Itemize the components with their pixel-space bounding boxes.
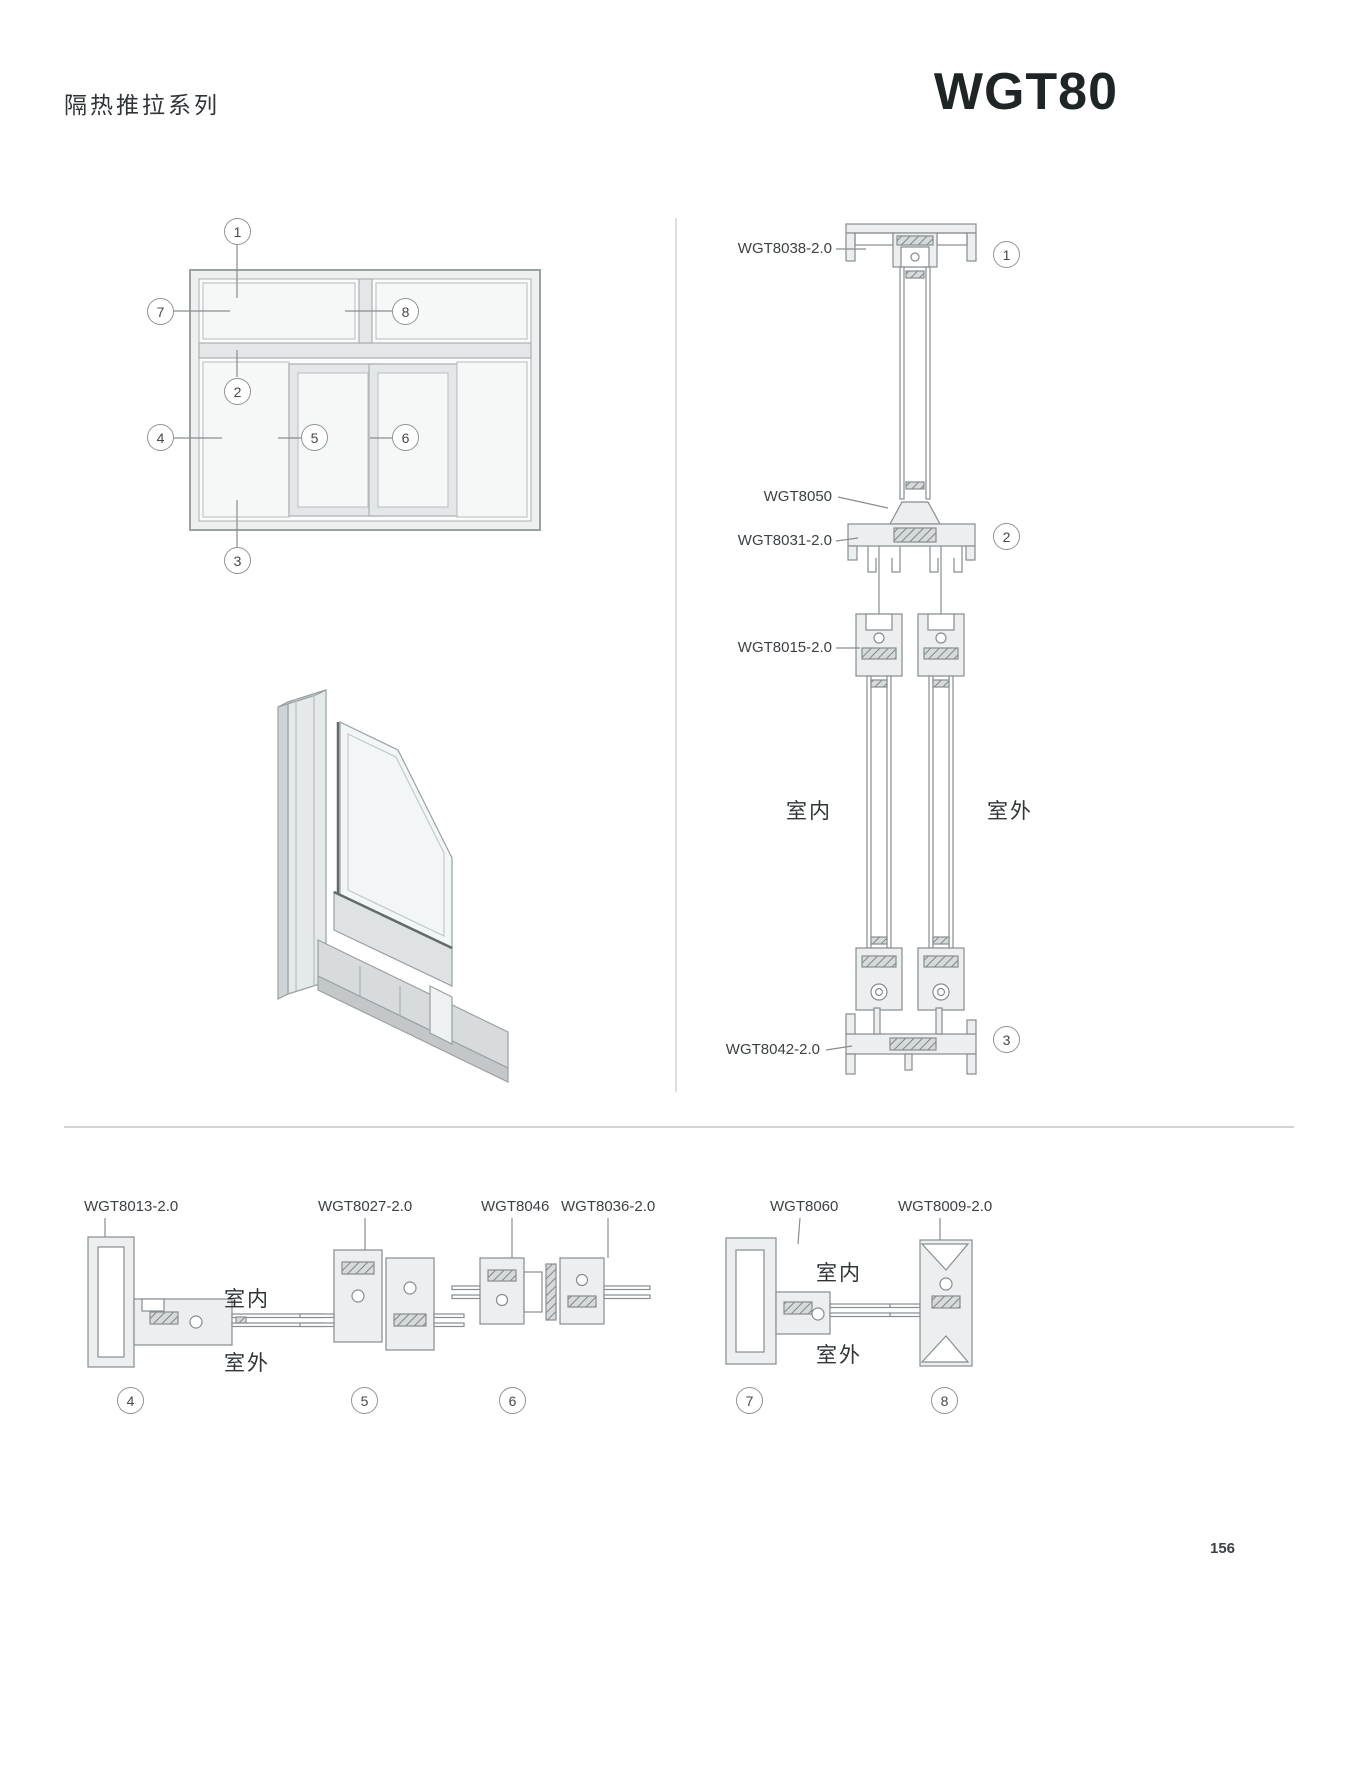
detail-callout-4: 4: [117, 1387, 144, 1414]
elevation-callout-4: 4: [147, 424, 174, 451]
outdoor-label-left-detail: 室外: [224, 1352, 270, 1375]
detail-callout-7: 7: [736, 1387, 763, 1414]
model-title: WGT80: [933, 63, 1118, 121]
part-label-wgt8031: WGT8031-2.0: [737, 532, 832, 549]
outdoor-label-right-detail: 室外: [816, 1344, 862, 1367]
isometric-drawing: [277, 689, 509, 1083]
part-label-wgt8038: WGT8038-2.0: [737, 240, 832, 257]
horizontal-section-drawing: [87, 1217, 973, 1368]
part-label-wgt8046: WGT8046: [481, 1198, 550, 1215]
part-label-wgt8050: WGT8050: [763, 488, 832, 505]
part-label-wgt8015: WGT8015-2.0: [737, 639, 832, 656]
elevation-callout-5: 5: [301, 424, 328, 451]
series-title: 隔热推拉系列: [64, 92, 220, 118]
part-label-wgt8009: WGT8009-2.0: [898, 1198, 993, 1215]
elevation-drawing: [174, 245, 541, 547]
part-label-wgt8027: WGT8027-2.0: [318, 1198, 413, 1215]
indoor-label-right-detail: 室内: [816, 1262, 862, 1285]
elevation-callout-8: 8: [392, 298, 419, 325]
part-label-wgt8042: WGT8042-2.0: [725, 1041, 820, 1058]
part-label-wgt8060: WGT8060: [770, 1198, 839, 1215]
section-callout-3: 3: [993, 1026, 1020, 1053]
outdoor-label-vertical: 室外: [987, 800, 1033, 823]
part-label-wgt8013: WGT8013-2.0: [84, 1198, 179, 1215]
section-callout-1: 1: [993, 241, 1020, 268]
elevation-callout-2: 2: [224, 378, 251, 405]
detail-callout-8: 8: [931, 1387, 958, 1414]
vertical-section-drawing: [825, 223, 977, 1075]
elevation-callout-7: 7: [147, 298, 174, 325]
page-number: 156: [1210, 1540, 1236, 1557]
detail-callout-5: 5: [351, 1387, 378, 1414]
elevation-callout-1: 1: [224, 218, 251, 245]
elevation-callout-6: 6: [392, 424, 419, 451]
indoor-label-left-detail: 室内: [224, 1288, 270, 1311]
divider-lines: [64, 218, 1294, 1128]
indoor-label-vertical: 室内: [786, 800, 832, 823]
section-callout-2: 2: [993, 523, 1020, 550]
part-label-wgt8036: WGT8036-2.0: [561, 1198, 656, 1215]
elevation-callout-3: 3: [224, 547, 251, 574]
detail-callout-6: 6: [499, 1387, 526, 1414]
